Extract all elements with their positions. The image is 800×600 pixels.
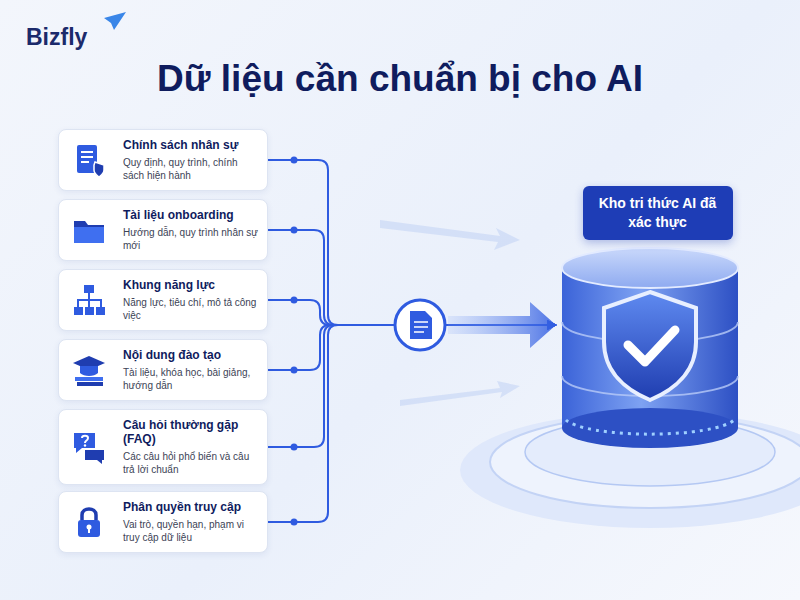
source-card: Chính sách nhân sự Quy định, quy trình, c…	[58, 129, 268, 191]
card-description: Vai trò, quyền hạn, phạm vi truy cập dữ …	[123, 518, 259, 544]
card-icon	[71, 142, 107, 178]
card-heading: Phân quyền truy cập	[123, 500, 259, 514]
card-heading: Nội dung đào tạo	[123, 348, 259, 362]
card-icon	[71, 282, 107, 318]
card-heading: Câu hỏi thường gặp (FAQ)	[123, 418, 259, 446]
connector-dot	[291, 227, 298, 234]
card-icon	[71, 504, 107, 540]
card-heading: Chính sách nhân sự	[123, 138, 259, 152]
source-card: Nội dung đào tạoTài liệu, khóa học, bài …	[58, 339, 268, 401]
source-card: Phân quyền truy cậpVai trò, quyền hạn, p…	[58, 491, 268, 553]
card-icon	[71, 212, 107, 248]
card-description: Năng lực, tiêu chí, mô tả công việc	[123, 296, 259, 322]
logo-plane	[104, 12, 126, 30]
connector-dot	[291, 367, 298, 374]
brand-logo: Bizfly	[26, 24, 87, 51]
card-icon	[71, 352, 107, 388]
source-card: Khung năng lựcNăng lực, tiêu chí, mô tả …	[58, 269, 268, 331]
knowledge-base: Kho tri thức AI đã xác thực	[555, 186, 760, 456]
diagram-title: Dữ liệu cần chuẩn bị cho AI	[0, 58, 800, 100]
card-heading: Tài liệu onboarding	[123, 208, 259, 222]
card-icon	[71, 429, 107, 465]
card-description: Hướng dẫn, quy trình nhân sự mới	[123, 226, 259, 252]
source-card: Câu hỏi thường gặp (FAQ) Các câu hỏi phổ …	[58, 409, 268, 485]
card-description: Tài liệu, khóa học, bài giảng, hướng dẫn	[123, 366, 259, 392]
connector-dot	[291, 297, 298, 304]
card-description: Các câu hỏi phổ biến và câu trả lời chuẩ…	[123, 450, 259, 476]
source-card: Tài liệu onboardingHướng dẫn, quy trình …	[58, 199, 268, 261]
connector-dot	[291, 519, 298, 526]
knowledge-base-label: Kho tri thức AI đã xác thực	[583, 186, 733, 240]
card-description: Quy định, quy trình, chính sách hiện hàn…	[123, 156, 259, 182]
connector-dot	[291, 444, 298, 451]
connector-dot	[291, 157, 298, 164]
card-heading: Khung năng lực	[123, 278, 259, 292]
